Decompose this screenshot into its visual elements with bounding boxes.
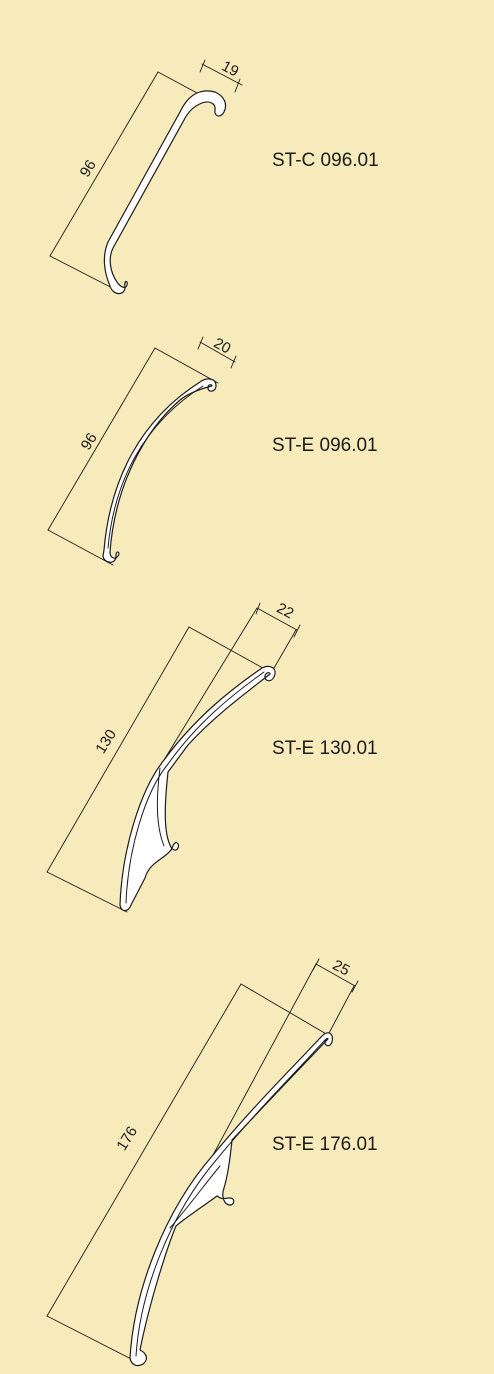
profile-2-width-dim: 20 bbox=[211, 335, 234, 358]
profile-st-e-130-drawing bbox=[46, 602, 301, 913]
profile-2-name: ST-E 096.01 bbox=[272, 435, 378, 456]
profile-1-width-dim: 19 bbox=[219, 58, 242, 81]
profile-outline bbox=[129, 1032, 333, 1367]
profile-1-length-dim: 96 bbox=[77, 157, 100, 180]
profile-4-name: ST-E 176.01 bbox=[272, 1134, 378, 1155]
profile-4-length-dim: 176 bbox=[113, 1123, 141, 1153]
profile-st-e-176-drawing bbox=[46, 958, 359, 1367]
dimension-lines bbox=[46, 602, 301, 913]
profile-inner-line bbox=[156, 767, 165, 847]
profile-outline bbox=[103, 90, 227, 295]
profile-2-length-dim: 96 bbox=[78, 430, 101, 453]
profile-4-width-dim: 25 bbox=[330, 957, 353, 980]
profile-1-name: ST-C 096.01 bbox=[272, 150, 379, 171]
profile-inner-line bbox=[107, 385, 204, 549]
profile-outline bbox=[119, 665, 276, 912]
profile-outline bbox=[102, 378, 217, 563]
dimension-lines bbox=[49, 59, 243, 294]
profile-3-length-dim: 130 bbox=[92, 726, 120, 756]
profile-inner-line bbox=[125, 671, 265, 904]
dimension-lines bbox=[47, 336, 237, 566]
profile-3-name: ST-E 130.01 bbox=[272, 738, 378, 759]
profile-st-c-096-drawing bbox=[49, 59, 243, 295]
profile-3-width-dim: 22 bbox=[274, 600, 297, 623]
profile-inner-line bbox=[135, 1039, 326, 1357]
dimension-lines bbox=[46, 958, 359, 1363]
profile-st-e-096-drawing bbox=[47, 336, 237, 566]
profile-inner-line bbox=[169, 1165, 221, 1229]
